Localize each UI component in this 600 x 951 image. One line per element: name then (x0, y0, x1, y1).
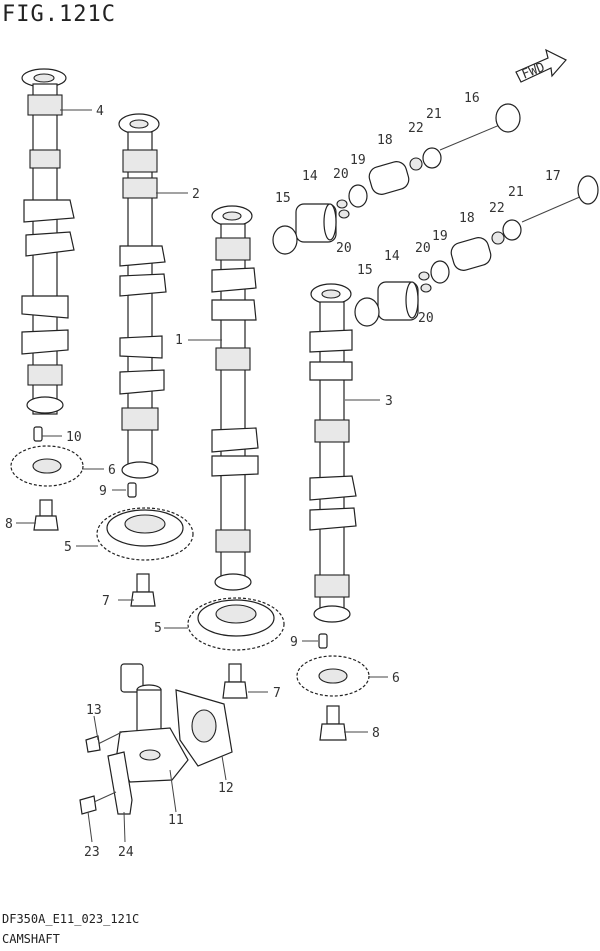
callout-7-right: 7 (273, 686, 281, 701)
callout-21-upper: 21 (426, 107, 442, 122)
callout-19-upper: 19 (350, 153, 366, 168)
lifter-14-lower (377, 281, 419, 321)
bolt-13 (85, 731, 123, 753)
callout-9-left: 9 (99, 484, 107, 499)
footer-code: DF350A_E11_023_121C (2, 912, 140, 926)
callout-15-lower: 15 (357, 263, 373, 278)
valve-17 (521, 175, 599, 223)
camshaft-1 (211, 205, 259, 591)
bolt-8-right (319, 705, 347, 741)
callout-8-right: 8 (372, 726, 380, 741)
callout-9-right: 9 (290, 635, 298, 650)
seal-22-lower (491, 231, 505, 245)
seat-19-upper (348, 184, 368, 208)
callout-18-lower: 18 (459, 211, 475, 226)
callout-2: 2 (192, 187, 200, 202)
callout-3: 3 (385, 394, 393, 409)
sprocket-6-left (10, 445, 84, 487)
callout-12: 12 (218, 781, 234, 796)
sprocket-5-left (96, 507, 194, 561)
pin-9-right (318, 633, 328, 649)
fwd-arrow-icon: FWD (515, 48, 567, 83)
lifter-14-upper (295, 203, 337, 243)
callout-1: 1 (175, 333, 183, 348)
pin-10 (33, 426, 43, 442)
callout-11: 11 (168, 813, 184, 828)
callout-22-upper: 22 (408, 121, 424, 136)
callout-4: 4 (96, 104, 104, 119)
callout-16: 16 (464, 91, 480, 106)
callout-24: 24 (118, 845, 134, 860)
bracket-24 (107, 751, 133, 815)
gasket-12 (175, 689, 233, 767)
callout-18-upper: 18 (377, 133, 393, 148)
callout-8-left: 8 (5, 517, 13, 532)
callout-19-lower: 19 (432, 229, 448, 244)
camshaft-2 (118, 113, 167, 479)
cotter-20-upper (336, 199, 350, 219)
camshaft-3 (309, 283, 357, 623)
bolt-23 (79, 791, 117, 815)
callout-21-lower: 21 (508, 185, 524, 200)
callout-20-c: 20 (415, 241, 431, 256)
callout-5-left: 5 (64, 540, 72, 555)
callout-20-b: 20 (336, 241, 352, 256)
callout-17: 17 (545, 169, 561, 184)
pin-9-left (127, 482, 137, 498)
callout-23: 23 (84, 845, 100, 860)
callout-7-left: 7 (102, 594, 110, 609)
callout-14-lower: 14 (384, 249, 400, 264)
oil-control-valve-11 (115, 663, 189, 783)
callout-10: 10 (66, 430, 82, 445)
callout-20-a: 20 (333, 167, 349, 182)
sprocket-5-right (187, 597, 285, 651)
valve-16 (439, 103, 521, 151)
shim-15-upper (272, 225, 298, 255)
spring-18-lower (450, 237, 492, 271)
callout-5-right: 5 (154, 621, 162, 636)
callout-20-d: 20 (418, 311, 434, 326)
spring-18-upper (368, 161, 410, 195)
callout-6-right: 6 (392, 671, 400, 686)
shim-15-lower (354, 297, 380, 327)
cotter-20-lower (418, 271, 432, 293)
retainer-21-lower (502, 219, 522, 241)
bolt-7-left (130, 573, 156, 607)
callout-6-left: 6 (108, 463, 116, 478)
callout-22-lower: 22 (489, 201, 505, 216)
callout-13: 13 (86, 703, 102, 718)
seal-22-upper (409, 157, 423, 171)
figure-title: FIG.121C (2, 2, 116, 27)
seat-19-lower (430, 260, 450, 284)
camshaft-4 (21, 68, 75, 415)
callout-15-upper: 15 (275, 191, 291, 206)
callout-14-upper: 14 (302, 169, 318, 184)
bolt-7-right (222, 663, 248, 699)
bolt-8-left (33, 499, 59, 531)
sprocket-6-right (296, 655, 370, 697)
footer-name: CAMSHAFT (2, 932, 60, 946)
retainer-21-upper (422, 147, 442, 169)
